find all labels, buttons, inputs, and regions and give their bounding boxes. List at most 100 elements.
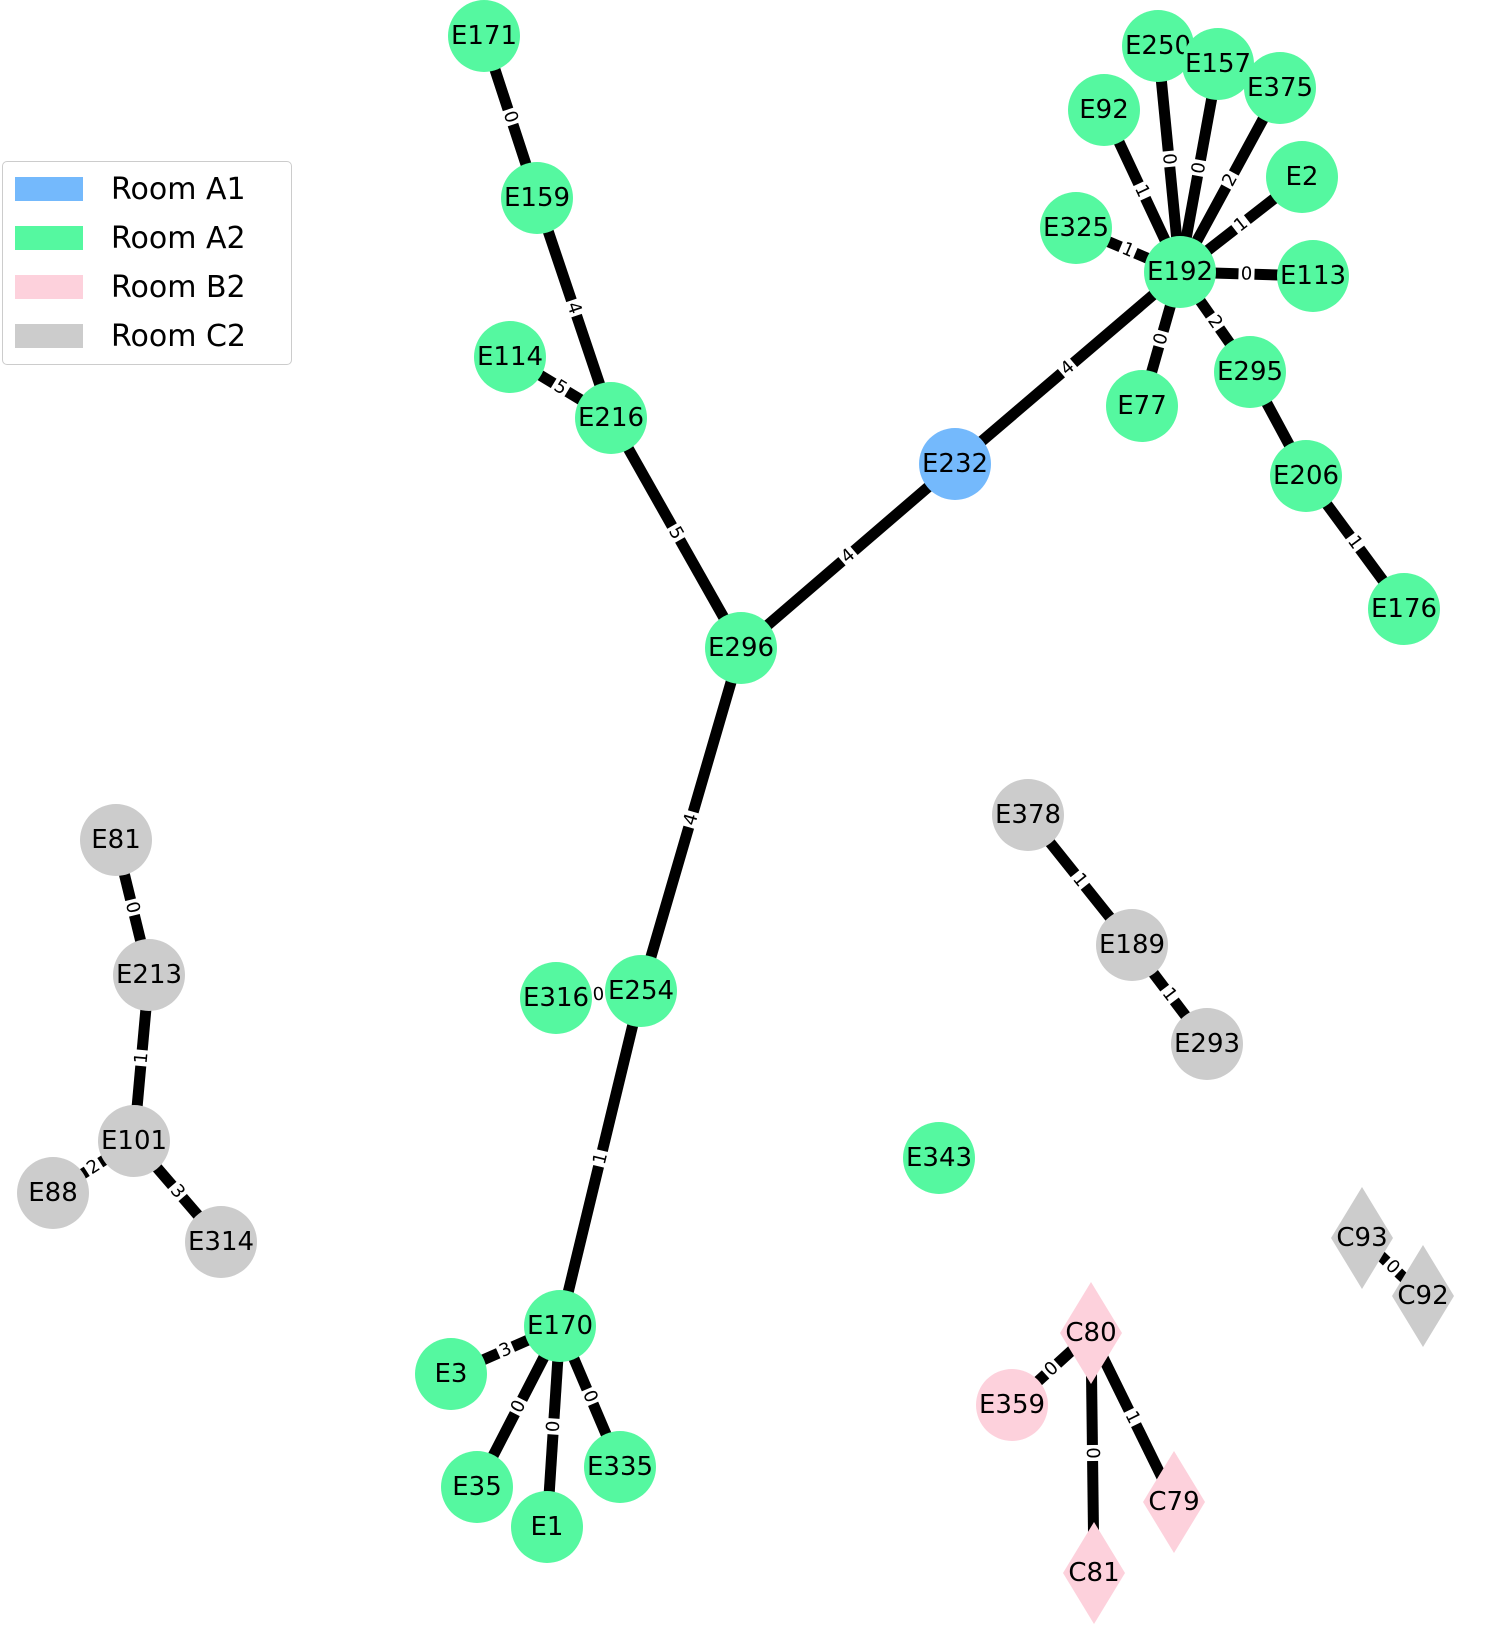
node-circle bbox=[1122, 10, 1194, 82]
edge-E254-E170: 1 bbox=[554, 989, 647, 1328]
node-label: E114 bbox=[477, 342, 543, 372]
node-e176: E176 bbox=[1368, 573, 1440, 645]
legend: Room A1 Room A2 Room B2 Room C2 bbox=[2, 161, 292, 365]
node-label: E192 bbox=[1147, 257, 1213, 287]
legend-item-room-a1: Room A1 bbox=[15, 169, 246, 209]
node-e378: E378 bbox=[992, 779, 1064, 851]
edge-weight-label: 0 bbox=[592, 984, 605, 1006]
node-circle bbox=[520, 962, 592, 1034]
node-e343: E343 bbox=[903, 1122, 975, 1194]
node-label: E159 bbox=[504, 183, 570, 213]
edge-label-bg bbox=[1038, 1355, 1065, 1383]
edge-E296-E254: 4 bbox=[635, 646, 747, 993]
node-label: E2 bbox=[1286, 162, 1319, 192]
legend-label: Room B2 bbox=[111, 269, 246, 305]
node-circle bbox=[1214, 336, 1286, 408]
node-circle bbox=[524, 1290, 596, 1362]
node-e114: E114 bbox=[474, 321, 546, 393]
node-label: E216 bbox=[578, 403, 644, 433]
node-e325: E325 bbox=[1040, 192, 1112, 264]
node-circle bbox=[605, 955, 677, 1027]
edge-label-bg bbox=[1066, 866, 1094, 894]
node-e171: E171 bbox=[448, 0, 520, 72]
node-circle bbox=[584, 1431, 656, 1503]
node-label: E171 bbox=[451, 21, 517, 51]
node-label: E250 bbox=[1125, 31, 1191, 61]
legend-swatch bbox=[15, 177, 83, 201]
node-circle bbox=[1096, 909, 1168, 981]
legend-swatch bbox=[15, 324, 83, 348]
edge-E296-E232: 4 bbox=[737, 459, 959, 653]
node-label: E213 bbox=[116, 960, 182, 990]
node-e2: E2 bbox=[1266, 141, 1338, 213]
node-e335: E335 bbox=[584, 1431, 656, 1503]
edge-label-bg bbox=[1119, 1405, 1146, 1430]
node-label: E81 bbox=[91, 825, 141, 855]
node-label: C81 bbox=[1068, 1558, 1119, 1588]
node-circle bbox=[919, 428, 991, 500]
legend-label: Room A1 bbox=[111, 171, 246, 207]
edge-label-bg bbox=[662, 520, 690, 546]
edge-weight-label: 0 bbox=[1240, 263, 1252, 284]
edge-label-bg bbox=[1157, 149, 1181, 169]
node-e189: E189 bbox=[1096, 909, 1168, 981]
node-label: E378 bbox=[995, 800, 1061, 830]
node-c92: C92 bbox=[1392, 1245, 1454, 1347]
node-e159: E159 bbox=[501, 162, 573, 234]
node-label: E170 bbox=[527, 1311, 593, 1341]
node-circle bbox=[1270, 440, 1342, 512]
node-c93: C93 bbox=[1331, 1187, 1393, 1289]
node-circle bbox=[1068, 74, 1140, 146]
edge-label-bg bbox=[1148, 328, 1174, 350]
node-label: E316 bbox=[523, 983, 589, 1013]
edge-label-bg bbox=[1238, 262, 1255, 286]
node-circle bbox=[1244, 52, 1316, 124]
node-circle bbox=[992, 779, 1064, 851]
node-label: E3 bbox=[435, 1359, 468, 1389]
node-c79: C79 bbox=[1143, 1451, 1205, 1553]
legend-item-room-b2: Room B2 bbox=[15, 267, 246, 307]
node-label: E189 bbox=[1099, 930, 1165, 960]
node-e232: E232 bbox=[919, 428, 991, 500]
edge-label-bg bbox=[1116, 236, 1140, 264]
nodes-layer: E171E159E114E216E296E232E192E250E157E375… bbox=[17, 0, 1454, 1624]
edge-label-bg bbox=[1186, 158, 1212, 178]
node-label: E325 bbox=[1043, 213, 1109, 243]
node-label: C80 bbox=[1065, 1318, 1116, 1348]
edge-weight-label: 1 bbox=[131, 1051, 153, 1064]
node-e216: E216 bbox=[575, 382, 647, 454]
edge-label-bg bbox=[1201, 309, 1229, 335]
node-e213: E213 bbox=[113, 939, 185, 1011]
edge-E159-E216: 4 bbox=[531, 196, 617, 420]
legend-swatch bbox=[15, 226, 83, 250]
node-diamond bbox=[1331, 1187, 1393, 1289]
node-circle bbox=[1144, 236, 1216, 308]
node-e254: E254 bbox=[605, 955, 677, 1027]
node-e250: E250 bbox=[1122, 10, 1194, 82]
edge-label-bg bbox=[1341, 529, 1369, 556]
edge-label-bg bbox=[1155, 981, 1184, 1008]
node-circle bbox=[1106, 370, 1178, 442]
node-e35: E35 bbox=[441, 1451, 513, 1523]
node-circle bbox=[1266, 141, 1338, 213]
node-e113: E113 bbox=[1277, 240, 1349, 312]
node-diamond bbox=[1143, 1451, 1205, 1553]
edge-label-bg bbox=[129, 1049, 154, 1067]
edge-weight-label: 1 bbox=[589, 1150, 612, 1166]
node-e295: E295 bbox=[1214, 336, 1286, 408]
node-label: E295 bbox=[1217, 357, 1283, 387]
legend-item-room-a2: Room A2 bbox=[15, 218, 246, 258]
node-label: E206 bbox=[1273, 461, 1339, 491]
node-e101: E101 bbox=[98, 1105, 170, 1177]
node-circle bbox=[415, 1338, 487, 1410]
node-circle bbox=[903, 1122, 975, 1194]
node-e81: E81 bbox=[80, 804, 152, 876]
node-label: E1 bbox=[531, 1512, 564, 1542]
legend-label: Room A2 bbox=[111, 220, 246, 256]
edge-label-bg bbox=[576, 1384, 604, 1409]
node-label: E314 bbox=[188, 1227, 254, 1257]
node-circle bbox=[501, 162, 573, 234]
edge-label-bg bbox=[547, 373, 574, 402]
node-label: E176 bbox=[1371, 594, 1437, 624]
node-label: E293 bbox=[1174, 1029, 1240, 1059]
